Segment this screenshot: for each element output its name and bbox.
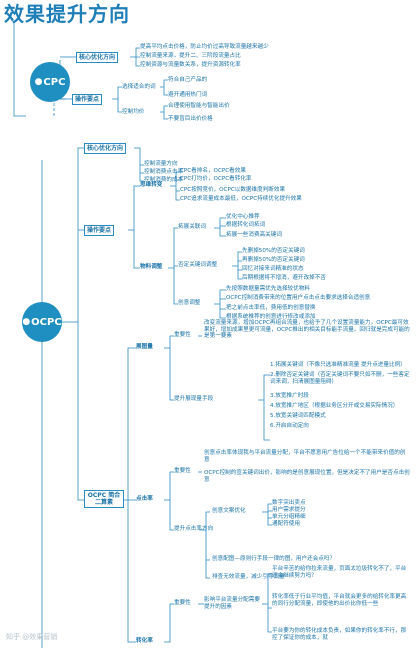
cpc-hub-label: CPC xyxy=(43,76,66,88)
ocpc-ops-item: OCPC控制消费带来的位置用户点击点击要求选择合适创意 xyxy=(226,295,371,301)
cpc-ops-label: 操作要点 xyxy=(72,94,103,105)
watermark: 知乎 @效果营销 xyxy=(6,633,58,641)
hub-dot-icon: ● xyxy=(34,77,43,87)
ocpc-ops-sub: 创意调整 xyxy=(178,300,201,306)
ocpc-hosting-label: OCPC 简合二算素 xyxy=(84,490,124,508)
hosting-sub-label: 影响平台流量分配需要提升的因素 xyxy=(204,597,260,610)
ocpc-core-label: 核心优化方向 xyxy=(84,143,127,154)
cpc-ops-item: 合理使用智能与智能出价 xyxy=(168,103,230,109)
ocpc-ops-item: 先删掉50%的否定关键词 xyxy=(242,248,305,254)
hosting-sub: 提升展现量手段 xyxy=(174,396,214,402)
ocpc-ops-item: CPC追求流量成本最低，OCPC持续优化提升效果 xyxy=(180,196,302,202)
hosting-item: 通配符使用 xyxy=(272,521,300,527)
ocpc-ops-item: 把之前点击率低，费用低的创意替换 xyxy=(226,305,316,311)
ocpc-ops-item: 优化中心推荐 xyxy=(226,214,260,220)
hosting-sub: 提升点击率方向 xyxy=(174,526,214,532)
cpc-ops-item: 避开通用热门词 xyxy=(168,92,208,98)
cpc-ops-group: 控制均价 xyxy=(122,109,145,115)
ocpc-core-item: 控制流量方向 xyxy=(144,161,178,167)
ocpc-ops-item: CPC看排名，OCPC看效果 xyxy=(180,168,246,174)
hosting-item: 2.删除否定关键词（否定关键词不要只如不删，一些客定词来调，扫清展图量阻碍） xyxy=(270,372,410,385)
ocpc-hub-label: OCPC xyxy=(31,316,62,328)
hosting-item: 单元分组精细 xyxy=(272,514,306,520)
ocpc-ops-item: 再删掉50%的否定关键词 xyxy=(242,257,305,263)
cpc-core-item: 控制资源与流量数关系，提升资源转化率 xyxy=(140,62,241,68)
hosting-section: 转化率 xyxy=(136,638,153,644)
ocpc-ops-section: 思维转变 xyxy=(140,182,163,188)
hosting-item: 数字突出卖点 xyxy=(272,500,306,506)
hosting-group: 创意文案优化 xyxy=(212,508,246,514)
hosting-item: 6.开启自动定向 xyxy=(270,423,309,429)
cpc-hub: ● CPC xyxy=(30,62,70,102)
ocpc-ops-sub: 否定关键词调整 xyxy=(178,262,218,268)
hosting-item: 4.放宽推广地区（根据业务区分开或交易实际情况） xyxy=(270,403,399,409)
hosting-item: 转化率低于行业平均值，平台就会更多的给转化率更高的同行分配流量，即使他的出价比你… xyxy=(272,594,407,607)
ocpc-ops-item: 根据转化词拓词 xyxy=(226,222,266,228)
cpc-ops-group: 选择适合的词 xyxy=(122,84,156,90)
ocpc-ops-item: 后期根据将不增消，避开改掉不否 xyxy=(242,275,326,281)
hosting-item: 1.拓展关键词（不像只选准精准流量 提升点进量比例） xyxy=(270,362,406,368)
ocpc-ops-label: 操作要点 xyxy=(84,225,115,236)
ocpc-ops-sub: 拓展关联词 xyxy=(178,224,206,230)
hub-dot-icon: ● xyxy=(22,317,31,327)
ocpc-ops-item: CPC打均价，OCPC看转化率 xyxy=(180,176,252,182)
hosting-sub: 重要性 xyxy=(174,468,191,474)
hosting-section: 点击率 xyxy=(136,496,153,502)
page-title: 效果提升方向 xyxy=(4,2,130,26)
ocpc-ops-item: 拓展一些消费高关键词 xyxy=(226,232,282,238)
ocpc-ops-item: CPC按照竞价，OCPC以数据维度判断效果 xyxy=(180,187,286,193)
cpc-ops-item: 不要盲目出价价格 xyxy=(168,116,213,122)
hosting-item: 3.放宽推广时段 xyxy=(270,393,309,399)
hosting-text: 改变流量来源，增加OCPC再组合流量，也给予了几个设置流量能力，OCPC最可效果… xyxy=(204,320,410,340)
hosting-item: 平台要为你的转化成本负责，如果你的转化率不行，那控了保证你的成本，就 xyxy=(272,628,407,641)
hosting-section: 展图量 xyxy=(136,344,153,350)
cpc-core-item: 提高平均点击价格，防止均价过高导致流量越来越少 xyxy=(140,44,269,50)
hosting-item: 创意配图—原则行手段一律的图，用户还会点吗？ xyxy=(212,556,336,562)
hosting-item: 平台辛苦的给你拉来流量，页面太垃圾转化不了，平台还会继续努力吗？ xyxy=(272,566,407,579)
ocpc-ops-item: 根据系统推荐的创意进行修改或添加 xyxy=(226,314,316,320)
cpc-core-item: 控制流量来源，提升二、三阶段流量占比 xyxy=(140,53,241,59)
ocpc-ops-item: 回忆对接来词精准的状态 xyxy=(242,266,304,272)
ocpc-hub: ● OCPC xyxy=(22,302,62,342)
hosting-sub: 重要性 xyxy=(174,332,191,338)
cpc-core-label: 核心优化方向 xyxy=(76,52,119,63)
hosting-item: 排查无效流量，减少引导流量 xyxy=(212,574,285,580)
hosting-text: OCPC控制的宣关键词出价，影响的是创意展现位置，但是决定不了用户是否点击创意 xyxy=(204,470,410,483)
ocpc-ops-item: 先按照数据量需优先选择较优物料 xyxy=(226,286,310,292)
hosting-sub: 重要性 xyxy=(174,600,191,606)
ocpc-ops-section: 物料调整 xyxy=(140,264,163,270)
hosting-text: 创意点击率体现我与平台流量分配，平台不愿意用广告位给一个不能带来价值的创意 xyxy=(204,450,406,463)
cpc-ops-item: 符合自己产品的 xyxy=(168,77,208,83)
hosting-item: 5.放宽关键词匹配模式 xyxy=(270,413,326,419)
hosting-item: 用户需求提分 xyxy=(272,507,306,513)
title-background xyxy=(0,0,137,22)
ocpc-core-item: 控制消费的成本 xyxy=(144,177,184,183)
ocpc-core-item: 控制消费点击率 xyxy=(144,169,184,175)
